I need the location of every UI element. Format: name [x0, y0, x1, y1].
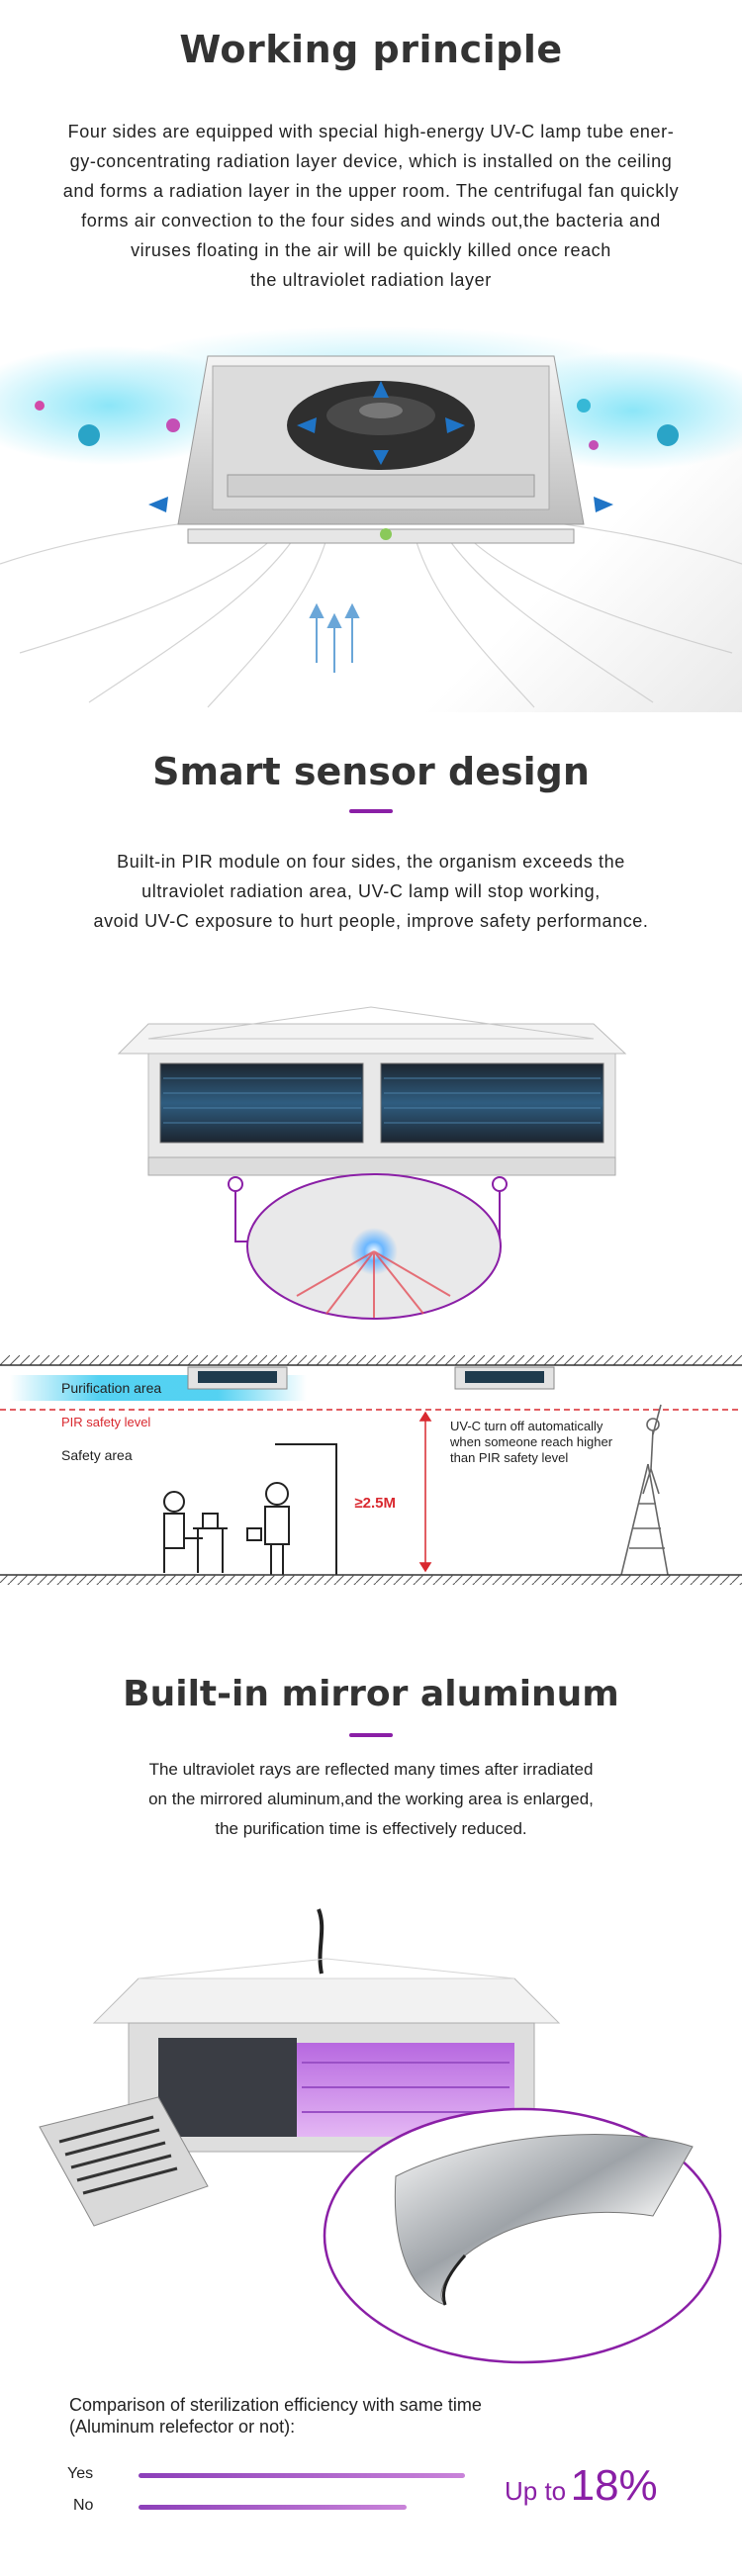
mirror-aluminum-text: The ultraviolet rays are reflected many … [148, 1760, 594, 1838]
comparison-bar-yes [139, 2473, 465, 2478]
improvement-value: 18% [570, 2461, 658, 2510]
smart-sensor-title: Smart sensor design [152, 750, 590, 793]
pir-device-illustration [117, 1006, 627, 1320]
standing-person-icon [246, 1443, 337, 1575]
turnoff-text-3: than PIR safety level [450, 1450, 568, 1465]
comparison-label-no: No [73, 2497, 94, 2514]
purification-area-label: Purification area [61, 1380, 161, 1396]
height-label: ≥2.5M [354, 1495, 396, 1512]
comparison-label-yes: Yes [67, 2465, 94, 2482]
aluminum-reflector-icon [323, 2107, 722, 2364]
working-principle-text: Four sides are equipped with special hig… [62, 122, 680, 290]
mirror-device-illustration [39, 1908, 722, 2364]
improvement-badge: Up to 18% [505, 2461, 658, 2511]
pir-safety-diagram: Purification area PIR safety level Safet… [0, 1355, 742, 1585]
title-underline [349, 809, 393, 813]
smart-sensor-section: Smart sensor design Built-in PIR module … [0, 712, 742, 1642]
safety-area-label: Safety area [61, 1447, 133, 1463]
turnoff-text-1: UV-C turn off automatically [450, 1419, 603, 1433]
seated-person-icon [163, 1491, 228, 1573]
comparison-bar-no [139, 2505, 407, 2510]
height-arrow-icon [418, 1411, 432, 1573]
virus-icon [35, 399, 679, 540]
improvement-prefix: Up to [505, 2476, 567, 2506]
airflow-device-illustration [0, 326, 742, 708]
working-principle-title: Working principle [179, 28, 563, 71]
pir-safety-level-label: PIR safety level [61, 1415, 150, 1429]
mirror-aluminum-section: Built-in mirror aluminum The ultraviolet… [0, 1642, 742, 2576]
ladder-person-icon [620, 1404, 669, 1576]
comparison-row-no: No [67, 2497, 483, 2517]
title-underline [349, 1733, 393, 1737]
working-principle-section: Working principle Four sides are equippe… [0, 0, 742, 712]
pir-sensor-icon [296, 1228, 451, 1318]
comparison-row-yes: Yes [67, 2465, 483, 2485]
turnoff-text-2: when someone reach higher [449, 1434, 613, 1449]
uv-device-icon [177, 355, 585, 544]
mirror-aluminum-title: Built-in mirror aluminum [123, 1674, 619, 1714]
smart-sensor-text: Built-in PIR module on four sides, the o… [93, 852, 649, 931]
comparison-title: Comparison of sterilization efficiency w… [69, 2395, 482, 2437]
